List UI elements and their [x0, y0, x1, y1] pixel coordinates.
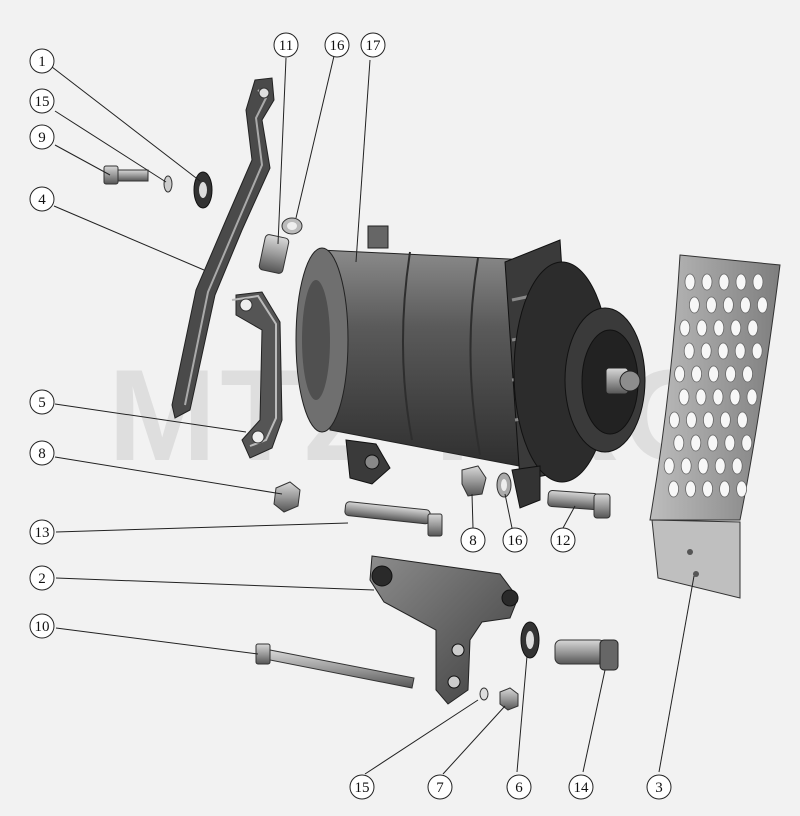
callout-labels: 1 15 9 4 5 8 13 2 10 11 16 17 8 16 12 15 7 6 14 3 — [29, 32, 672, 800]
svg-text:16: 16 — [508, 533, 524, 549]
bolt-part-12 — [547, 490, 611, 519]
callout-15: 15 — [29, 88, 55, 114]
nut-part-8-left — [273, 481, 301, 513]
svg-text:4: 4 — [38, 192, 46, 208]
washer-part-16-right — [496, 472, 512, 498]
callout-13: 13 — [29, 519, 55, 545]
callout-17: 17 — [360, 32, 386, 58]
bracket-part-2 — [369, 555, 519, 705]
callout-12: 12 — [550, 527, 576, 553]
washer-part-16-top — [281, 217, 303, 235]
bolt-part-10 — [255, 643, 415, 689]
washer-part-1 — [193, 171, 213, 209]
callout-6: 6 — [506, 774, 532, 800]
nut-part-8-right — [461, 465, 487, 497]
callout-8: 8 — [29, 440, 55, 466]
svg-text:8: 8 — [469, 533, 477, 549]
nut-part-7 — [499, 687, 519, 711]
svg-text:15: 15 — [35, 94, 50, 110]
callout-11: 11 — [273, 32, 299, 58]
stud-part-11 — [258, 234, 290, 274]
svg-text:5: 5 — [38, 395, 46, 411]
svg-text:1: 1 — [38, 54, 46, 70]
bolt-part-9 — [103, 165, 149, 185]
svg-text:2: 2 — [38, 571, 46, 587]
strap-part-4 — [171, 77, 275, 419]
svg-text:16: 16 — [330, 38, 346, 54]
washer-part-15-top — [163, 175, 173, 193]
washer-part-15-bottom — [479, 687, 489, 701]
callout-8: 8 — [460, 527, 486, 553]
svg-text:9: 9 — [38, 130, 46, 146]
bracket-part-5 — [231, 291, 283, 459]
svg-text:12: 12 — [556, 533, 571, 549]
callout-15: 15 — [349, 774, 375, 800]
bolt-part-14 — [554, 639, 619, 671]
callout-16: 16 — [502, 527, 528, 553]
svg-text:7: 7 — [436, 780, 444, 796]
svg-text:15: 15 — [355, 780, 370, 796]
svg-text:17: 17 — [366, 38, 382, 54]
callout-14: 14 — [568, 774, 594, 800]
callout-2: 2 — [29, 565, 55, 591]
perforated-cover-part-3 — [649, 254, 781, 599]
svg-text:13: 13 — [35, 525, 50, 541]
callout-5: 5 — [29, 389, 55, 415]
svg-text:10: 10 — [35, 619, 50, 635]
svg-text:8: 8 — [38, 446, 46, 462]
svg-text:3: 3 — [655, 780, 663, 796]
callout-16: 16 — [324, 32, 350, 58]
callout-3: 3 — [646, 774, 672, 800]
callout-9: 9 — [29, 124, 55, 150]
svg-text:14: 14 — [574, 780, 590, 796]
svg-text:6: 6 — [515, 780, 523, 796]
alternator-part-17 — [295, 225, 646, 509]
callout-7: 7 — [427, 774, 453, 800]
callout-4: 4 — [29, 186, 55, 212]
bolt-part-13 — [344, 501, 443, 537]
leader-lines — [51, 55, 695, 775]
callout-1: 1 — [29, 48, 55, 74]
callout-10: 10 — [29, 613, 55, 639]
washer-part-6 — [520, 621, 540, 659]
svg-text:11: 11 — [279, 38, 293, 54]
